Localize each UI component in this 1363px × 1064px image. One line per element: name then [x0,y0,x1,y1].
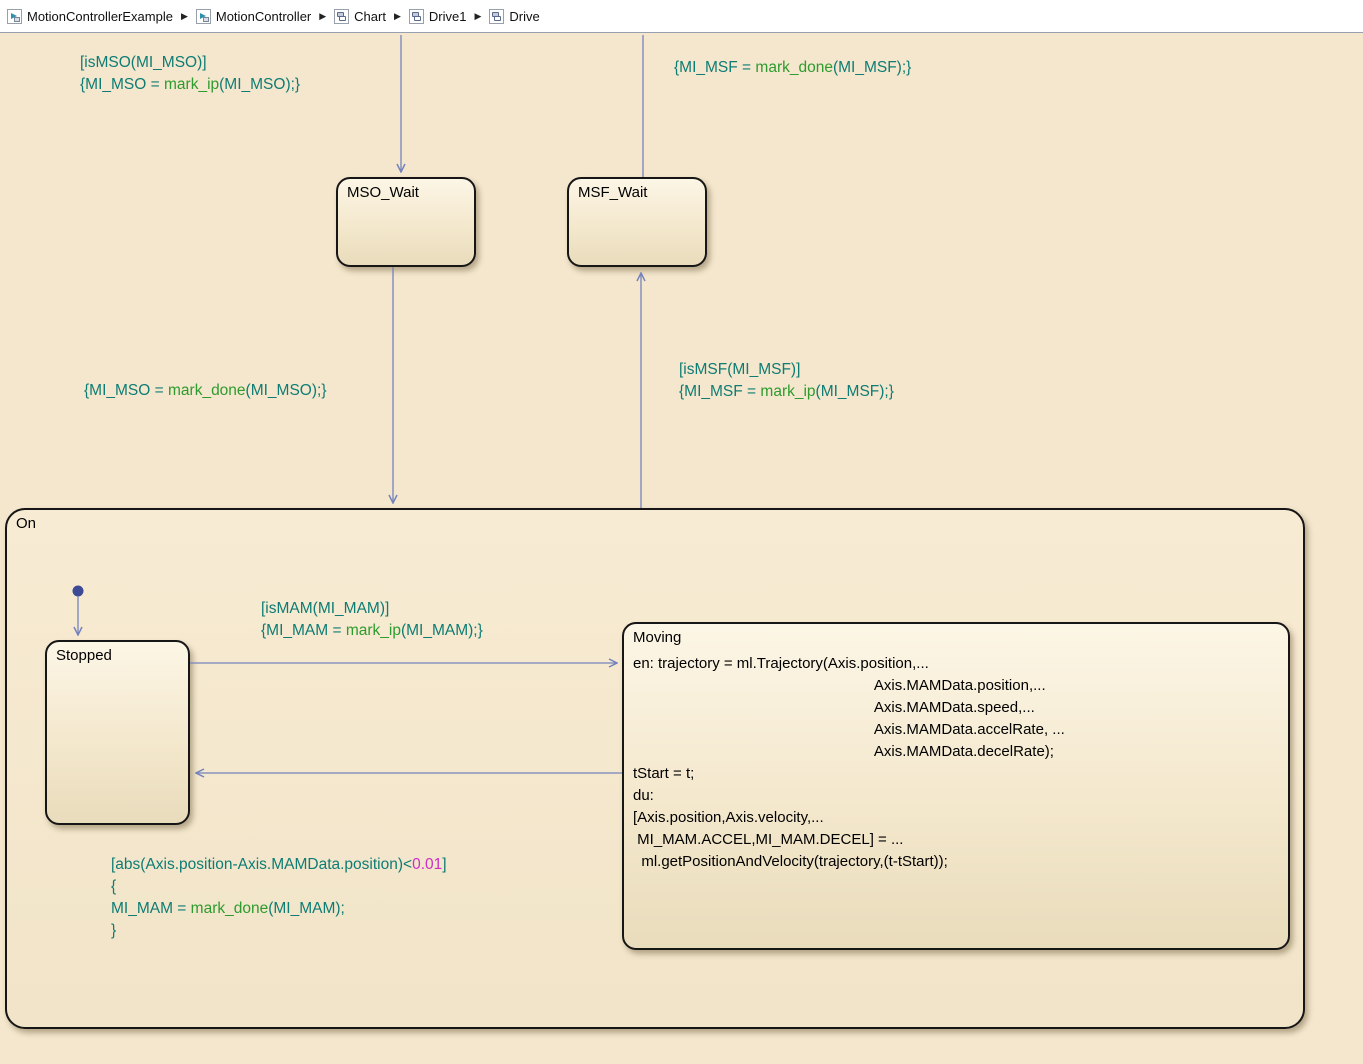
breadcrumb-label: Drive1 [428,8,467,24]
chart-canvas[interactable]: On MSO_Wait MSF_Wait Stopped Moving en: … [0,33,1363,1064]
transition-label-msf-wait-exit[interactable]: {MI_MSF = mark_done(MI_MSF);} [674,59,912,76]
transition-label-on-to-msf-wait[interactable]: [isMSF(MI_MSF)]{MI_MSF = mark_ip(MI_MSF)… [679,361,894,400]
breadcrumb-separator-icon: ▶ [319,10,327,21]
breadcrumb-item-motion-controller[interactable]: MotionController [195,8,312,24]
breadcrumb-item-drive1[interactable]: Drive1 [408,8,467,24]
transition-label-moving-to-stopped[interactable]: [abs(Axis.position-Axis.MAMData.position… [111,856,447,939]
state-title: MSO_Wait [347,184,419,201]
state-msf-wait[interactable]: MSF_Wait [567,177,707,267]
state-moving-actions: en: trajectory = ml.Trajectory(Axis.posi… [633,655,1065,870]
breadcrumb-label: Chart [354,8,386,24]
breadcrumb-item-motion-controller-example[interactable]: MotionControllerExample [7,8,173,24]
simulink-model-icon [195,8,211,24]
stateflow-chart-icon [489,8,505,24]
state-title: MSF_Wait [578,184,648,201]
breadcrumb-label: Drive [509,8,540,24]
breadcrumb-item-drive[interactable]: Drive [489,8,540,24]
state-title: Moving [633,629,682,646]
breadcrumb: MotionControllerExample ▶ MotionControll… [0,0,1363,33]
breadcrumb-separator-icon: ▶ [474,10,482,21]
state-moving[interactable]: Moving en: trajectory = ml.Trajectory(Ax… [622,622,1290,950]
state-title: On [16,515,37,532]
breadcrumb-label: MotionControllerExample [27,8,173,24]
stateflow-chart-icon [334,8,350,24]
breadcrumb-separator-icon: ▶ [393,10,401,21]
transition-label-mso-wait-to-on[interactable]: {MI_MSO = mark_done(MI_MSO);} [84,382,327,399]
breadcrumb-item-chart[interactable]: Chart [334,8,386,24]
simulink-model-icon [7,8,22,24]
transition-label-into-mso-wait[interactable]: [isMSO(MI_MSO)]{MI_MSO = mark_ip(MI_MSO)… [80,54,301,93]
breadcrumb-label: MotionController [215,8,312,24]
state-stopped[interactable]: Stopped [45,640,190,825]
stateflow-chart-icon [408,8,424,24]
state-mso-wait[interactable]: MSO_Wait [336,177,476,267]
state-title: Stopped [56,647,112,664]
transition-label-stopped-to-moving[interactable]: [isMAM(MI_MAM)]{MI_MAM = mark_ip(MI_MAM)… [261,600,483,639]
breadcrumb-separator-icon: ▶ [180,10,188,21]
